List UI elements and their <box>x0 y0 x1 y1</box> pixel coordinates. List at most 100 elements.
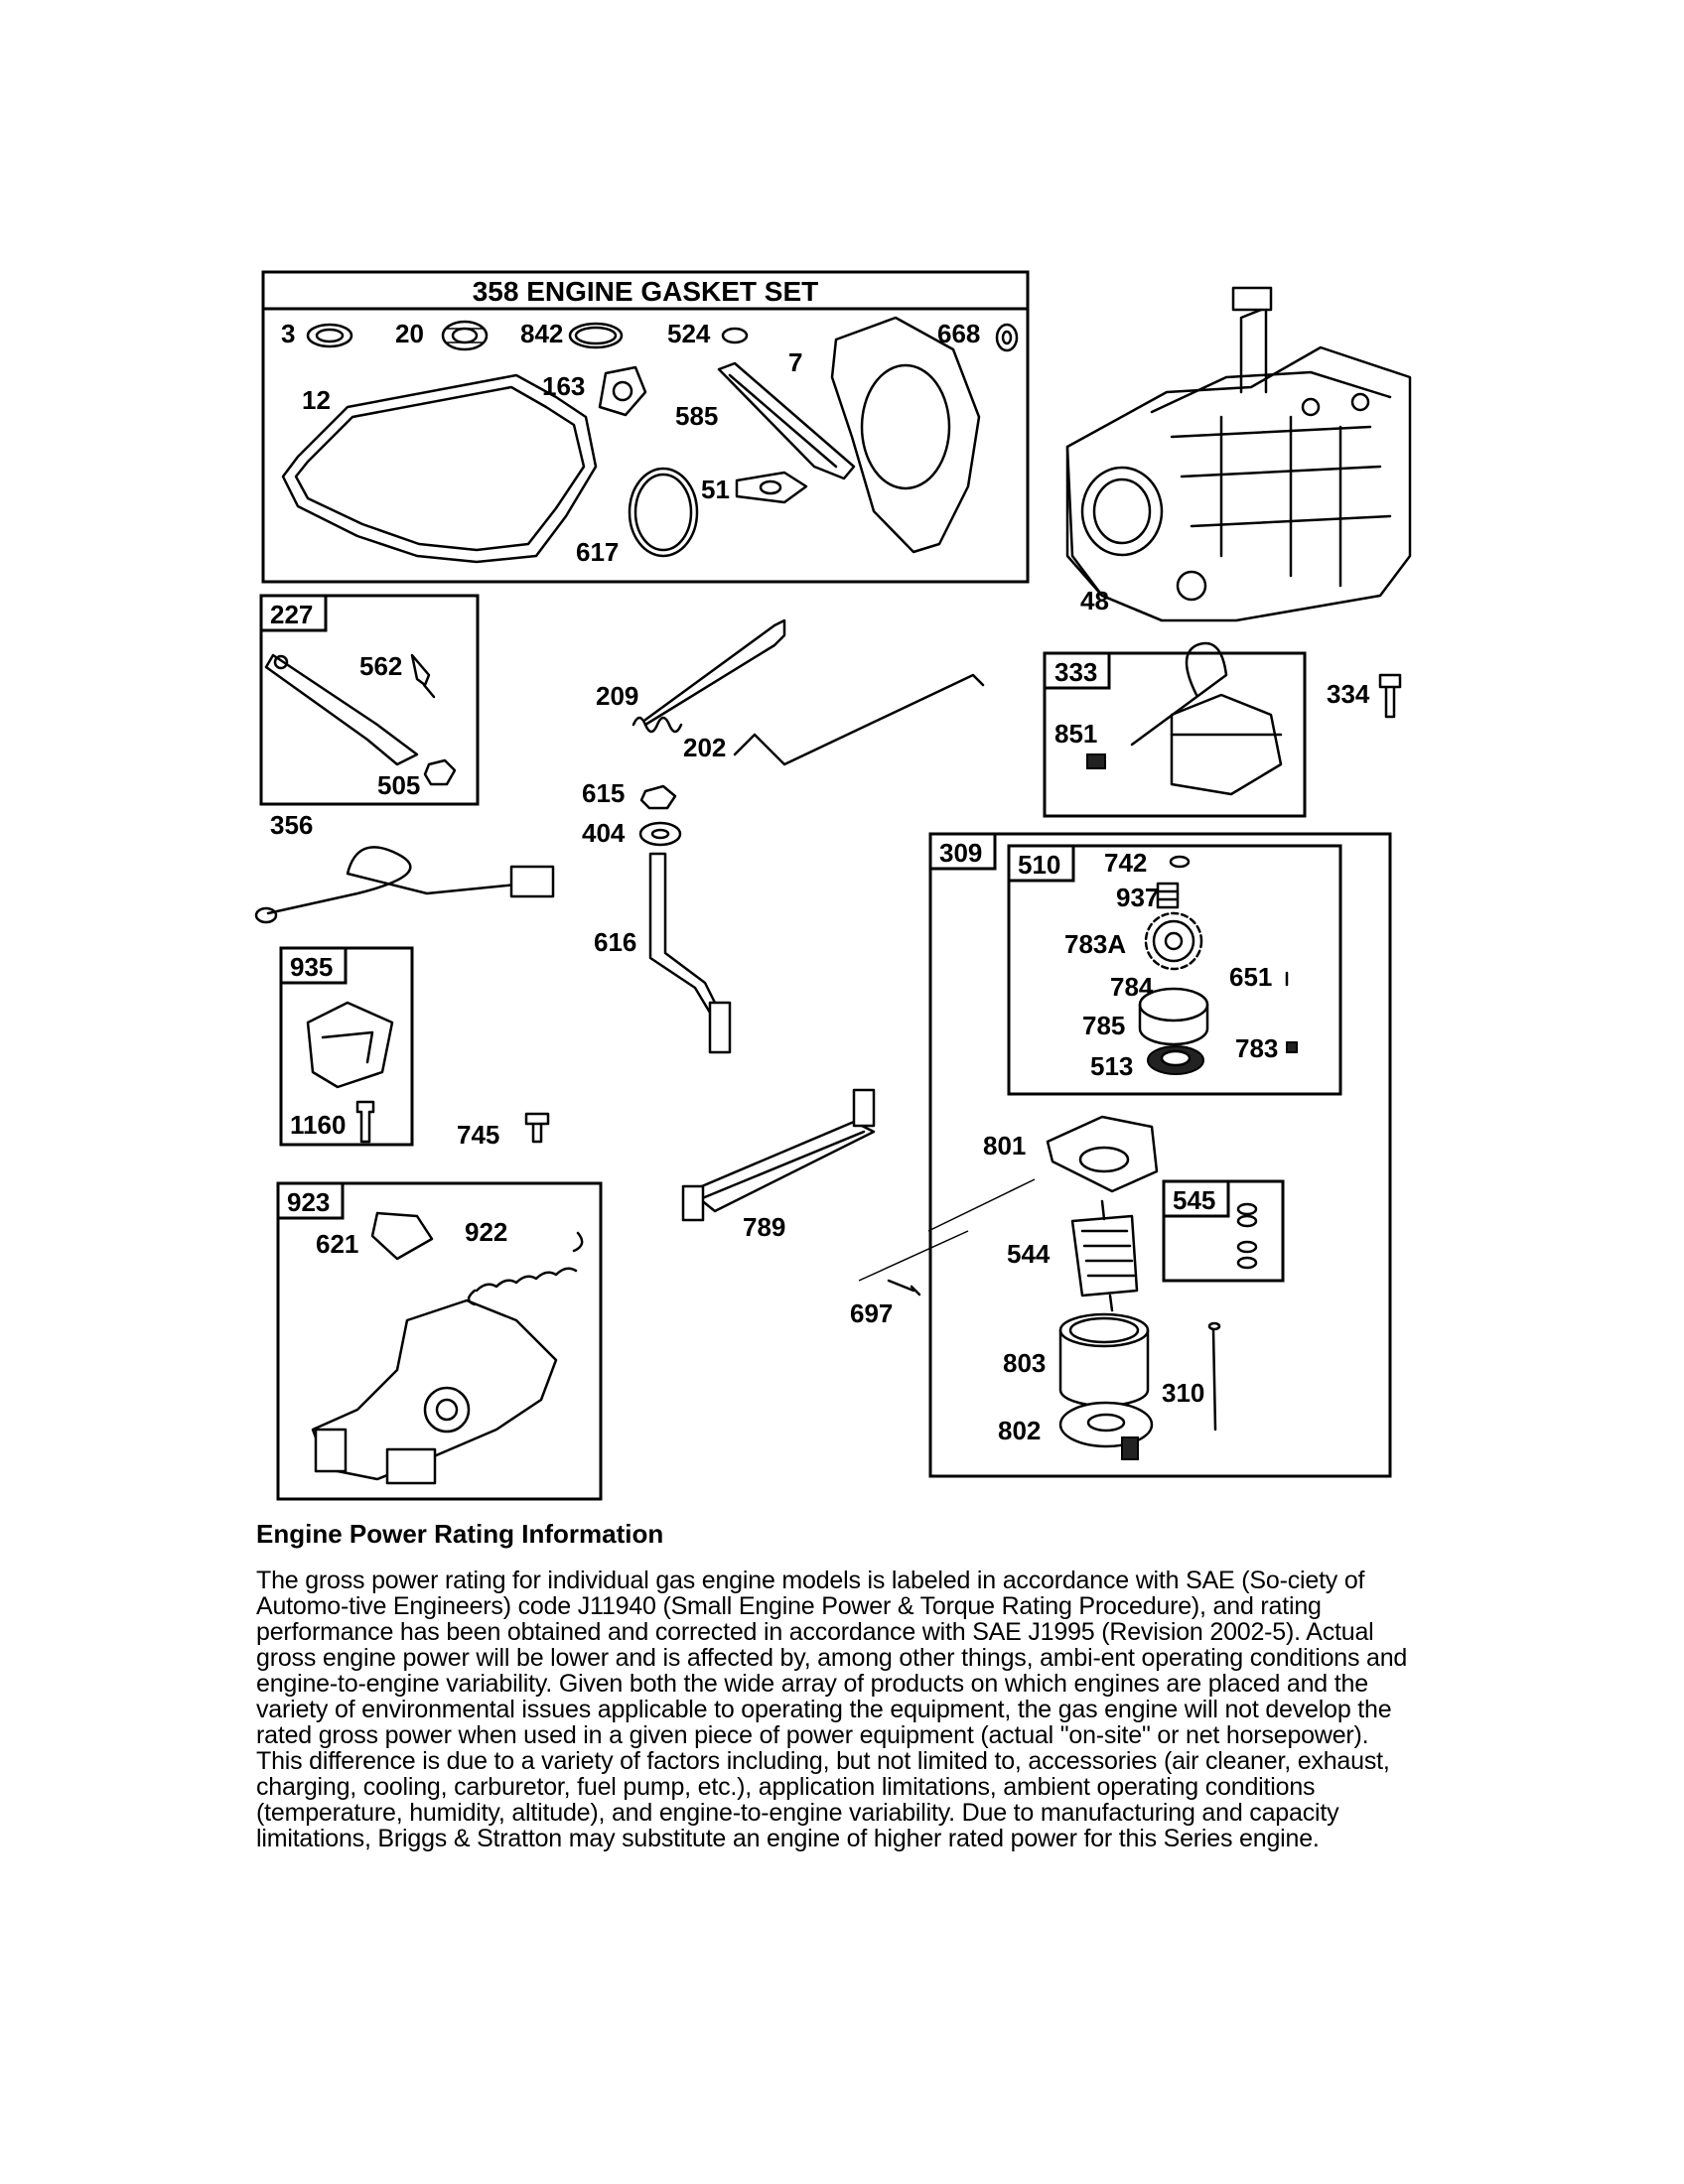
label-3: 3 <box>281 319 295 348</box>
linkage-group: 209 202 615 404 <box>582 618 985 848</box>
label-842: 842 <box>520 319 563 348</box>
label-505: 505 <box>377 770 420 800</box>
info-body: The gross power rating for individual ga… <box>256 1567 1408 1852</box>
label-1160: 1160 <box>290 1110 346 1140</box>
gasket-51-shape <box>735 471 808 504</box>
label-616: 616 <box>594 927 636 957</box>
panel-923: 923 621 922 <box>276 1181 603 1501</box>
label-227: 227 <box>270 600 313 629</box>
seal-3-shape <box>306 323 353 348</box>
nut-615-shape <box>639 784 677 810</box>
pinion-784-shape <box>1138 987 1209 1023</box>
label-783A: 783A <box>1064 929 1126 959</box>
oring-524-shape <box>721 327 749 344</box>
wire-356: 356 <box>254 810 555 924</box>
head-gasket-7-shape <box>830 316 981 554</box>
label-310: 310 <box>1162 1378 1204 1408</box>
label-585: 585 <box>675 401 718 431</box>
brush-plate-802-shape <box>1058 1401 1154 1448</box>
spring-209-shape <box>632 716 683 734</box>
label-513: 513 <box>1090 1051 1133 1081</box>
shaft-616: 616 <box>594 852 732 1054</box>
panel-227: 227 562 505 <box>259 594 480 806</box>
label-621: 621 <box>316 1229 358 1259</box>
panel-935: 935 1160 <box>279 946 414 1147</box>
label-163: 163 <box>542 371 585 401</box>
gear-783A-shape <box>1144 911 1203 971</box>
ring-617-shape <box>628 467 699 558</box>
washer-668-shape <box>995 323 1019 352</box>
end-cap-801-shape <box>1046 1115 1159 1193</box>
washer-545a-shape <box>1236 1202 1258 1216</box>
bracket-935-shape <box>306 1001 394 1089</box>
clip-742-shape <box>1169 855 1191 869</box>
label-617: 617 <box>576 537 619 567</box>
gasket-585-shape <box>717 361 856 480</box>
label-785: 785 <box>1082 1011 1125 1040</box>
label-937: 937 <box>1116 883 1159 912</box>
label-745: 745 <box>457 1120 499 1150</box>
label-309: 309 <box>939 838 982 868</box>
oring-842-shape <box>568 322 624 349</box>
screw-745-shape <box>524 1112 550 1144</box>
engine-block-48: 48 <box>1065 286 1412 622</box>
label-923: 923 <box>287 1187 330 1217</box>
label-803: 803 <box>1003 1348 1046 1378</box>
label-562: 562 <box>359 651 402 681</box>
screw-562-shape <box>410 653 431 687</box>
bolt-310-shape <box>1211 1328 1217 1432</box>
label-789: 789 <box>743 1212 785 1242</box>
armature-544-shape <box>1070 1214 1139 1297</box>
nut-783-shape <box>1286 1041 1298 1053</box>
label-510: 510 <box>1018 850 1060 880</box>
nut-505-shape <box>423 758 457 786</box>
screw-697-shape <box>887 1279 921 1297</box>
label-356: 356 <box>270 810 313 840</box>
label-48: 48 <box>1080 586 1109 615</box>
label-202: 202 <box>683 733 726 762</box>
label-404: 404 <box>582 818 626 848</box>
label-783: 783 <box>1235 1033 1278 1063</box>
bolt-334-shape <box>1378 673 1402 719</box>
harness-789: 789 <box>681 1088 876 1242</box>
spring-922-shape <box>475 1267 578 1293</box>
label-334: 334 <box>1327 679 1370 709</box>
gasket-set-title: 358 ENGINE GASKET SET <box>473 276 819 307</box>
link-209-shape <box>643 618 786 727</box>
label-922: 922 <box>465 1217 507 1247</box>
panel-309: 309 510 742 937 783A 651 784 785 783 513… <box>858 832 1392 1478</box>
ground-clip-851 <box>1086 753 1106 769</box>
bracket-621-shape <box>370 1211 434 1261</box>
label-935: 935 <box>290 952 333 982</box>
label-51: 51 <box>701 475 730 504</box>
label-7: 7 <box>788 347 802 377</box>
gasket-163-shape <box>598 365 647 417</box>
label-545: 545 <box>1173 1185 1215 1215</box>
crankcase-gasket-12-shape <box>281 373 598 564</box>
ignition-coil-333-shape <box>1170 693 1283 796</box>
label-333: 333 <box>1054 657 1097 687</box>
washer-404-shape <box>638 821 682 847</box>
engine-power-info: Engine Power Rating Information The gros… <box>256 1519 1408 1851</box>
label-801: 801 <box>983 1131 1026 1160</box>
info-heading: Engine Power Rating Information <box>256 1519 664 1549</box>
label-209: 209 <box>596 681 638 711</box>
label-742: 742 <box>1104 848 1147 878</box>
panel-333: 333 851 <box>1043 641 1307 818</box>
label-697: 697 <box>850 1298 893 1328</box>
seal-20-shape <box>441 320 489 351</box>
label-12: 12 <box>302 385 331 415</box>
label-651: 651 <box>1229 962 1272 992</box>
link-202-shape <box>733 673 985 766</box>
label-524: 524 <box>667 319 711 348</box>
parts-diagram: 358 ENGINE GASKET SET 3 20 842 524 668 7… <box>254 270 1412 1501</box>
label-802: 802 <box>998 1416 1041 1445</box>
screw-1160-shape <box>355 1100 375 1144</box>
governor-arm-227-shape <box>264 653 419 766</box>
label-544: 544 <box>1007 1239 1051 1269</box>
label-20: 20 <box>395 319 424 348</box>
gasket-set-panel: 358 ENGINE GASKET SET 3 20 842 524 668 7… <box>261 270 1030 584</box>
label-615: 615 <box>582 778 625 808</box>
spring-937-shape <box>1156 882 1180 909</box>
label-851: 851 <box>1054 719 1097 749</box>
